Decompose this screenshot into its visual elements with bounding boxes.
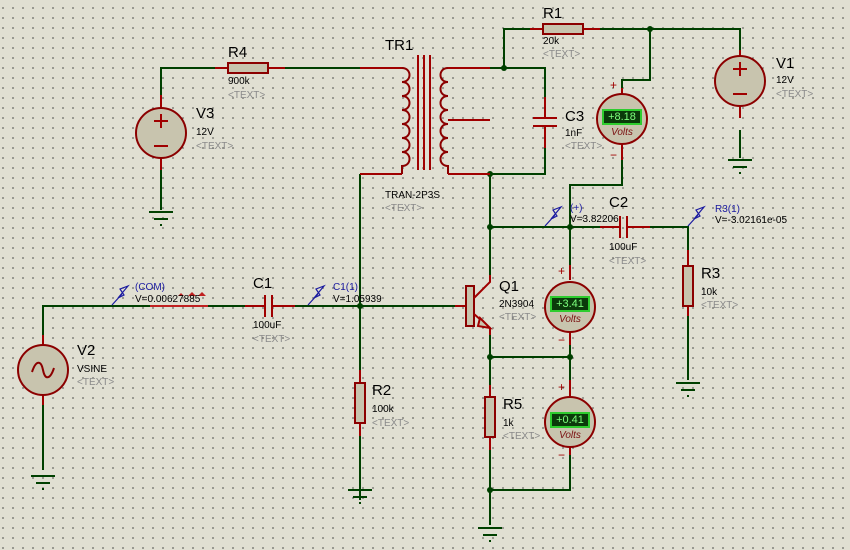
c1-value: 100uF <box>253 320 282 331</box>
wire-r1-left[interactable] <box>503 28 530 68</box>
tr1-ref: TR1 <box>385 37 414 54</box>
voltmeter-emitter-display: +0.41 <box>550 412 590 428</box>
tr1-text: <TEXT> <box>385 203 423 214</box>
v3-ref: V3 <box>196 105 215 122</box>
v1-ref: V1 <box>776 55 795 72</box>
wire-v3-r4[interactable] <box>160 67 215 100</box>
voltmeter-ce-plus: + <box>558 264 566 278</box>
probe-com-label: (COM) <box>135 282 165 293</box>
edit-marks <box>150 292 208 307</box>
c3-value: 1nF <box>565 128 583 139</box>
ground-icon <box>149 211 173 226</box>
transformer-tr1[interactable] <box>360 55 490 175</box>
r2-text: <TEXT> <box>372 418 410 429</box>
sine-source-v2[interactable] <box>17 335 69 405</box>
r2-value: 100k <box>372 404 394 415</box>
capacitor-c1[interactable] <box>245 295 295 317</box>
resistor-r5[interactable] <box>484 385 496 450</box>
wire-sec-c3-top[interactable] <box>490 67 546 100</box>
resistor-r4[interactable] <box>215 62 285 74</box>
resistor-r1[interactable] <box>530 23 600 35</box>
polarity-icon <box>154 114 168 147</box>
voltmeter-collector-display: +8.18 <box>602 109 642 125</box>
v2-ref: V2 <box>77 342 96 359</box>
r1-ref: R1 <box>543 5 563 22</box>
probe-plus-value: V=3.82206 <box>570 214 619 225</box>
ground-icon <box>676 382 700 397</box>
wire-r1-vm[interactable] <box>621 29 651 90</box>
voltmeter-ce-unit: Volts <box>559 314 581 325</box>
voltmeter-emitter-unit: Volts <box>559 430 581 441</box>
probe-plus[interactable] <box>544 205 563 227</box>
r5-ref: R5 <box>503 396 523 413</box>
capacitor-c3[interactable] <box>533 97 557 148</box>
q1-text: <TEXT> <box>499 312 537 323</box>
c3-text: <TEXT> <box>565 141 603 152</box>
wire-r1-v1[interactable] <box>600 28 741 50</box>
r4-value: 900k <box>228 76 250 87</box>
v1-value: 12V <box>776 75 794 86</box>
wire-c3-sec-bottom[interactable] <box>490 148 546 175</box>
r1-value: 20k <box>543 36 560 47</box>
resistor-r2[interactable] <box>354 370 366 436</box>
c1-ref: C1 <box>253 275 273 292</box>
sine-wave-icon <box>31 361 55 379</box>
ground-icon <box>348 489 372 504</box>
voltmeter-emitter-minus: − <box>558 448 566 462</box>
c3-ref: C3 <box>565 108 585 125</box>
dc-source-v3[interactable] <box>135 95 187 170</box>
probe-plus-label: (+) <box>570 203 583 214</box>
wire-vm3-gnd[interactable] <box>490 455 571 491</box>
r3-value: 10k <box>701 287 718 298</box>
wires <box>42 28 741 525</box>
r5-value: 1k <box>503 418 514 429</box>
tr1-value: TRAN-2P3S <box>385 190 441 201</box>
c1-text: <TEXT> <box>253 334 291 345</box>
r5-text: <TEXT> <box>503 431 541 442</box>
transistor-q1[interactable] <box>455 275 493 335</box>
polarity-icon <box>733 62 747 95</box>
probe-c1-1-label: C1(1) <box>333 282 359 293</box>
wire-c2-r3[interactable] <box>650 226 689 262</box>
voltmeter-ce-display: +3.41 <box>550 296 590 312</box>
q1-ref: Q1 <box>499 278 520 295</box>
probe-r3-1[interactable] <box>687 205 706 227</box>
voltmeter-ce-minus: − <box>558 333 566 347</box>
probe-r3-1-label: R3(1) <box>715 204 741 215</box>
probe-c1-1-value: V=1.05939 <box>333 294 382 305</box>
probe-c1-1[interactable] <box>307 284 326 306</box>
r2-ref: R2 <box>372 382 392 399</box>
r4-text: <TEXT> <box>228 90 266 101</box>
c2-text: <TEXT> <box>609 256 647 267</box>
ground-icon <box>31 475 55 490</box>
r4-ref: R4 <box>228 44 248 61</box>
capacitor-c2[interactable] <box>600 216 650 238</box>
voltmeter-emitter-plus: + <box>558 380 566 394</box>
v3-value: 12V <box>196 127 214 138</box>
v2-value: VSINE <box>77 364 108 375</box>
probe-com-value: V=0.00627885 <box>135 294 201 305</box>
probe-r3-1-value: V=-3.02161e-05 <box>715 215 788 226</box>
v3-text: <TEXT> <box>196 141 234 152</box>
ground-symbols <box>31 159 752 542</box>
voltmeter-collector-minus: − <box>610 148 618 162</box>
v2-text: <TEXT> <box>77 377 115 388</box>
resistor-r3[interactable] <box>682 250 694 316</box>
v1-text: <TEXT> <box>776 89 814 100</box>
ground-icon <box>728 159 752 174</box>
c2-ref: C2 <box>609 194 629 211</box>
ground-icon <box>478 527 502 542</box>
voltmeter-collector-unit: Volts <box>611 127 633 138</box>
wire-v2-input[interactable] <box>42 305 150 340</box>
r3-text: <TEXT> <box>701 300 739 311</box>
voltmeter-collector-plus: + <box>610 78 618 92</box>
r3-ref: R3 <box>701 265 721 282</box>
q1-value: 2N3904 <box>499 299 535 310</box>
probe-com[interactable] <box>111 284 130 306</box>
r1-text: <TEXT> <box>543 49 581 60</box>
dc-source-v1[interactable] <box>714 50 766 118</box>
c2-value: 100uF <box>609 242 638 253</box>
